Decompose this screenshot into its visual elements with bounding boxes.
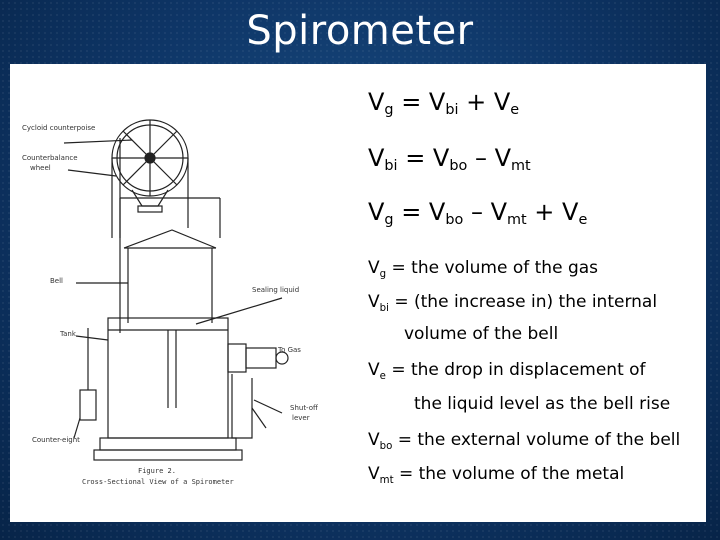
slide-title: Spirometer xyxy=(246,8,474,54)
label-gas: To Gas xyxy=(277,346,301,354)
label-wheel-1: Counterbalance xyxy=(22,154,78,162)
spirometer-diagram: Cycloid counterpoise Counterbalance whee… xyxy=(22,119,318,486)
bell xyxy=(123,229,217,249)
label-shutoff-1: Shut-off xyxy=(290,404,318,412)
definition-vg: Vg = the volume of the gas xyxy=(368,258,599,280)
equation-2: Vbi = Vbo – Vmt xyxy=(368,144,531,174)
label-wheel-2: wheel xyxy=(30,164,51,172)
definition-vbi-cont: volume of the bell xyxy=(404,324,559,344)
label-sealing: Sealing liquid xyxy=(252,286,299,294)
equation-3: Vg = Vbo – Vmt + Ve xyxy=(368,198,588,228)
definition-vbi: Vbi = (the increase in) the internal xyxy=(368,292,658,314)
definition-vbo: Vbo = the external volume of the bell xyxy=(368,430,681,452)
counterweight xyxy=(79,389,97,421)
label-tank: Tank xyxy=(59,330,77,338)
label-counterweight: Counter-eight xyxy=(32,436,80,444)
label-bell: Bell xyxy=(50,277,63,285)
definition-ve-cont: the liquid level as the bell rise xyxy=(414,394,671,414)
equation-1: Vg = Vbi + Ve xyxy=(368,88,520,118)
definition-ve: Ve = the drop in displacement of xyxy=(368,360,646,382)
figure-caption-2: Cross-Sectional View of a Spirometer xyxy=(82,478,234,486)
label-shutoff-2: lever xyxy=(292,414,310,422)
figure-caption-1: Figure 2. xyxy=(138,467,176,475)
label-cycloid: Cycloid counterpoise xyxy=(22,124,95,132)
definition-vmt: Vmt = the volume of the metal xyxy=(368,464,625,486)
